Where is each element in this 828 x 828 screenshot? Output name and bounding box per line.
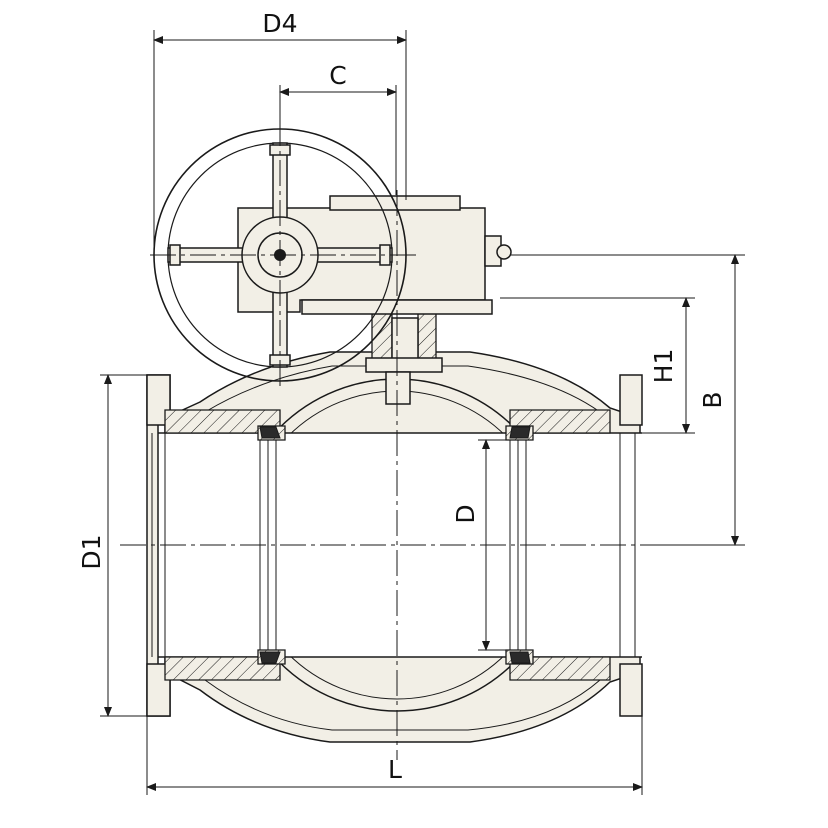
dim-b: B xyxy=(510,254,745,546)
dim-label-d1: D1 xyxy=(77,534,106,569)
right-seat-bottom xyxy=(505,649,611,681)
dim-label-c: C xyxy=(329,61,346,90)
right-seat-top xyxy=(505,409,611,441)
dim-label-h1: H1 xyxy=(649,349,678,384)
dim-d1: D1 xyxy=(77,374,150,717)
dim-label-b: B xyxy=(698,391,727,408)
dim-label-l: L xyxy=(388,755,402,784)
dim-h1: H1 xyxy=(500,297,695,434)
dim-d: D xyxy=(451,439,506,651)
right-flange xyxy=(619,374,643,717)
dim-c: C xyxy=(279,61,397,195)
seat-faces xyxy=(164,433,621,657)
center-lines xyxy=(120,120,660,760)
left-seat-top xyxy=(164,409,286,441)
dim-label-d: D xyxy=(451,504,480,523)
dim-l: L xyxy=(146,716,643,795)
dim-label-d4: D4 xyxy=(262,9,297,38)
dim-d4: D4 xyxy=(153,9,407,250)
